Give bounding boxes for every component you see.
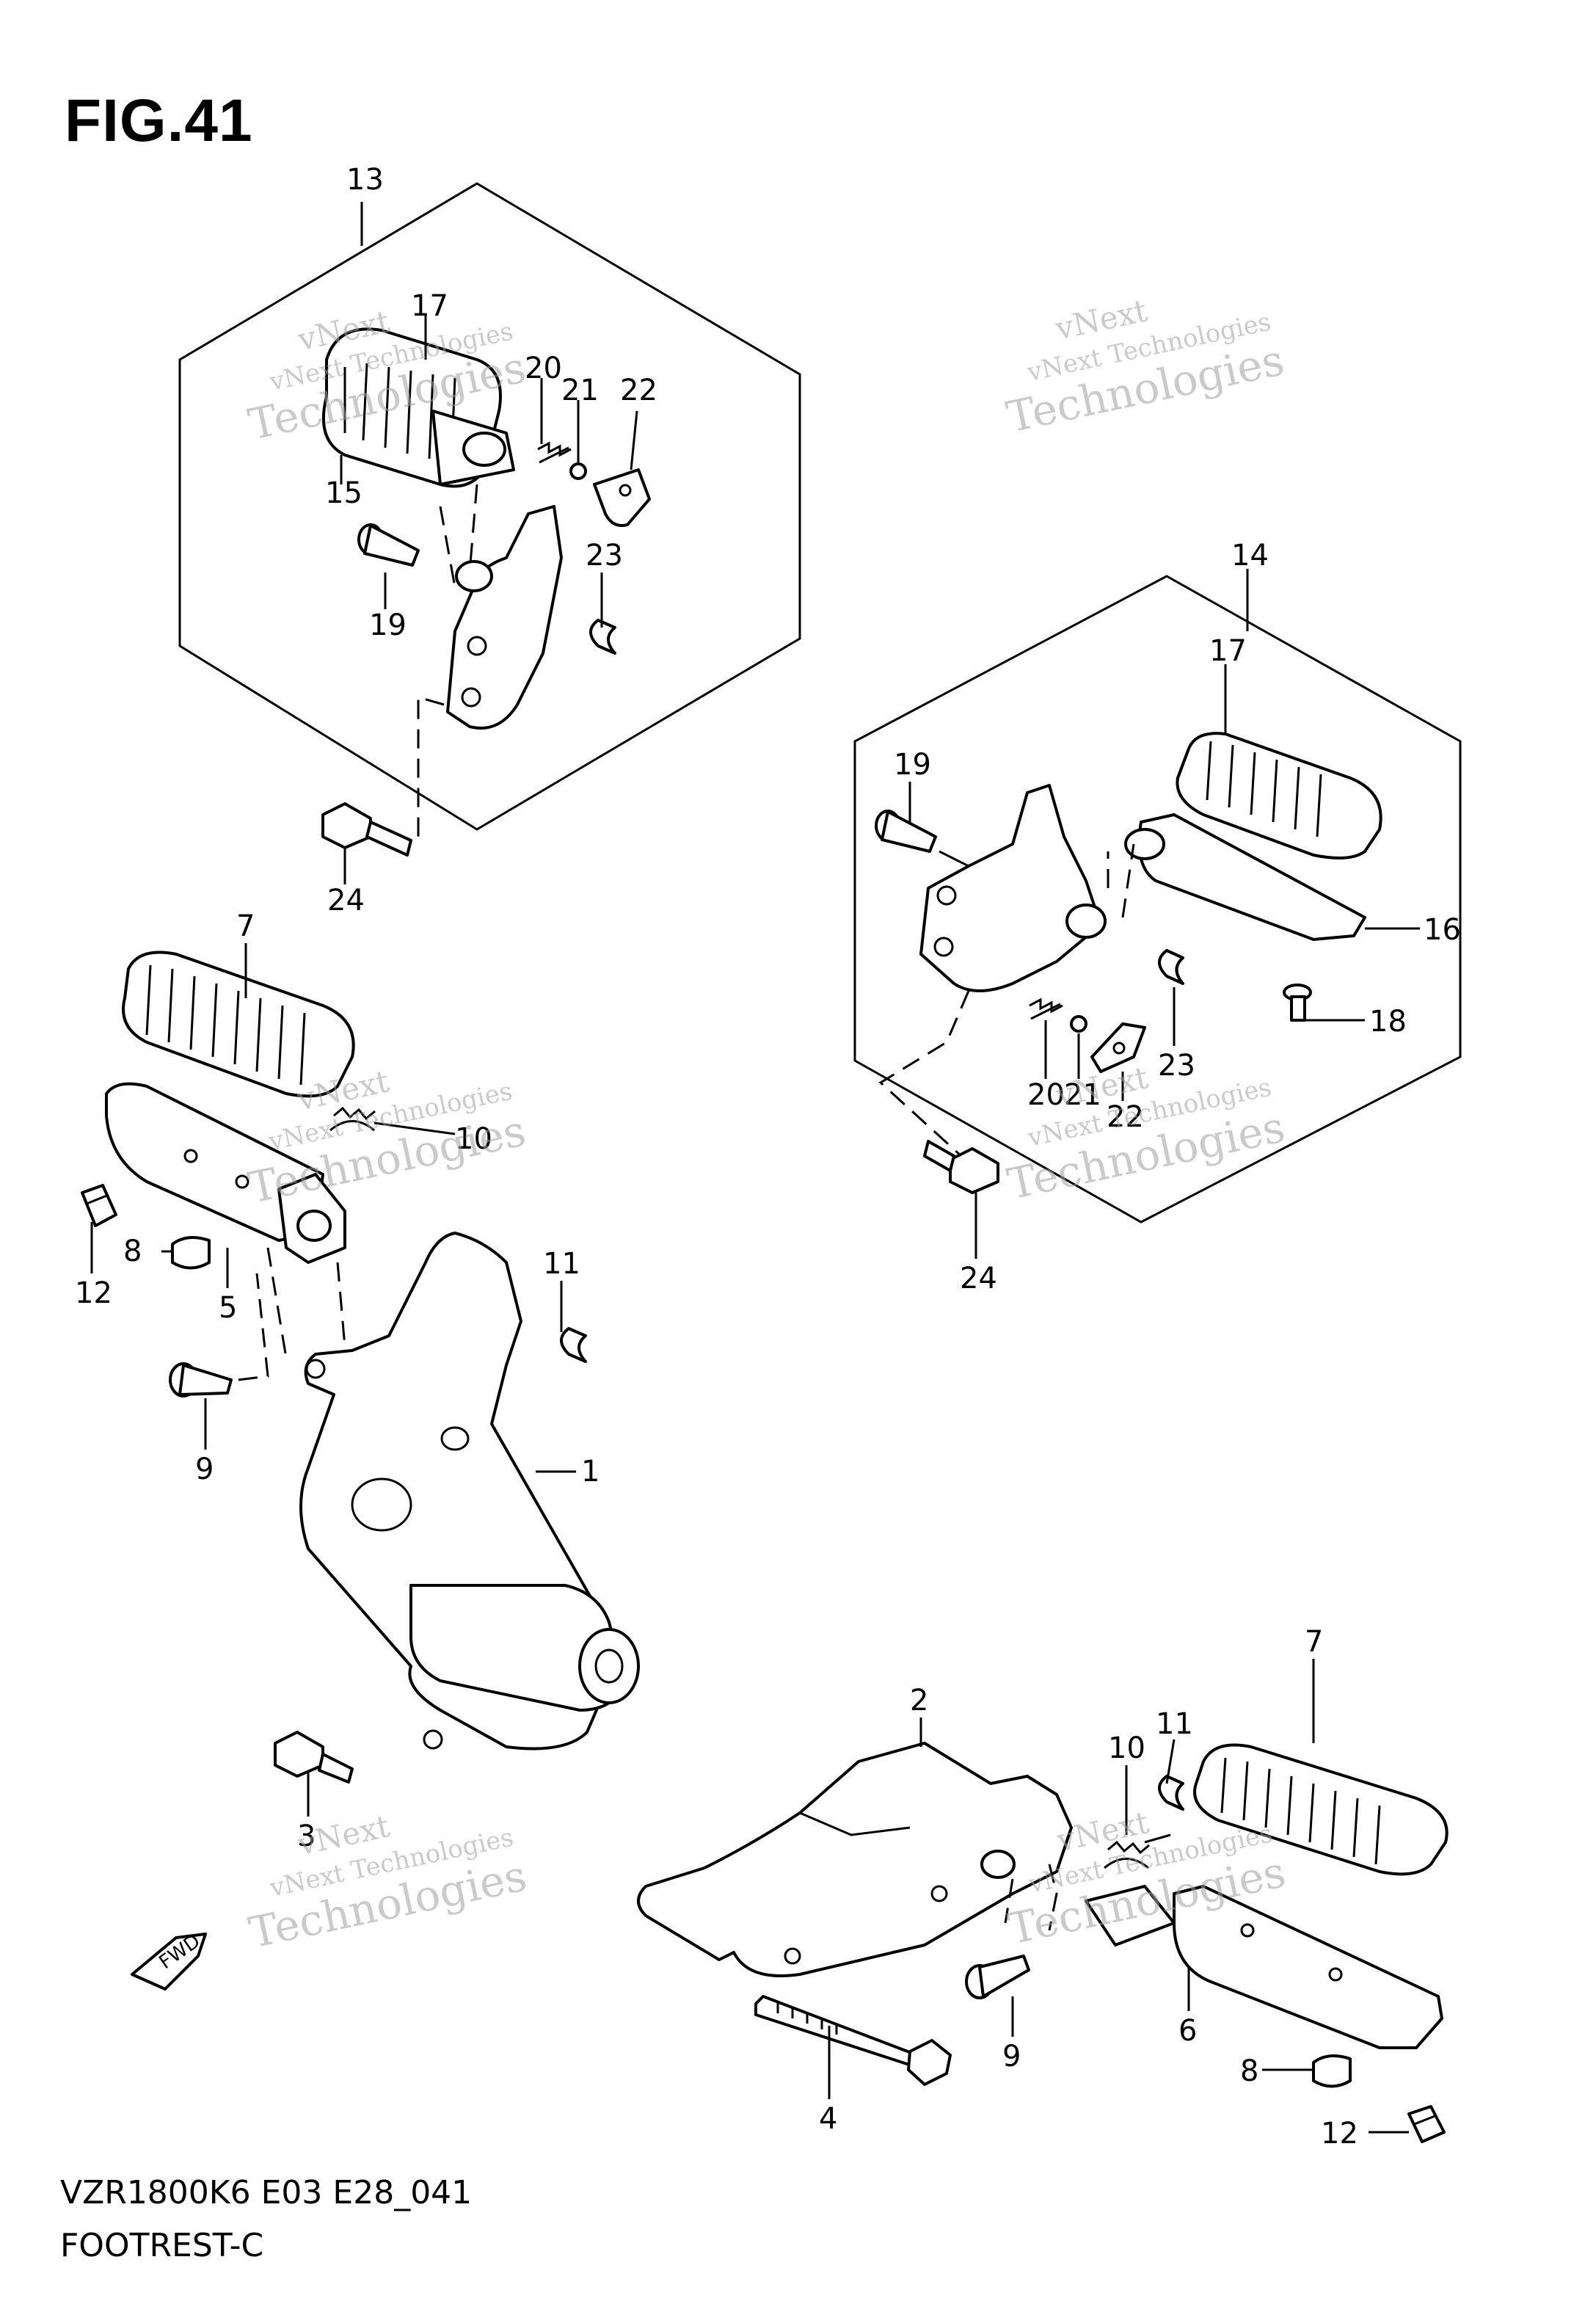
assembly-box-13 bbox=[178, 182, 801, 831]
left-nut bbox=[171, 1236, 211, 1270]
right-e-ring bbox=[1158, 1775, 1184, 1811]
right-spring bbox=[1104, 1833, 1171, 1869]
box14-screw bbox=[1283, 984, 1312, 1022]
callout-17: 17 bbox=[1209, 634, 1247, 668]
box14-plate bbox=[1090, 1022, 1146, 1073]
callout-8: 8 bbox=[1240, 2054, 1258, 2088]
right-footpeg bbox=[1085, 1885, 1443, 2049]
left-peg-pin bbox=[169, 1273, 269, 1397]
callout-8: 8 bbox=[123, 1235, 142, 1268]
left-guide-line bbox=[266, 1247, 346, 1359]
callout-10: 10 bbox=[455, 1122, 492, 1156]
box14-bolt bbox=[923, 1140, 999, 1194]
callout-2: 2 bbox=[910, 1684, 928, 1717]
box14-ball bbox=[1070, 1015, 1087, 1033]
left-pivot-bolt bbox=[81, 1184, 117, 1227]
callout-20: 20 bbox=[525, 352, 562, 385]
right-guide-line bbox=[1004, 1864, 1058, 1931]
callout-11: 11 bbox=[543, 1247, 580, 1281]
box13-bolt-guide bbox=[417, 696, 445, 844]
watermark-top-right: vNext vNext Technologies Technologies bbox=[1002, 292, 1289, 442]
box13-guide-line bbox=[439, 484, 478, 588]
box14-bolt-guide bbox=[878, 990, 970, 1157]
model-code: VZR1800K6 E03 E28_041 bbox=[60, 2174, 473, 2211]
right-nut bbox=[1312, 2054, 1352, 2088]
callout-9: 9 bbox=[195, 1453, 214, 1486]
leader-lines bbox=[90, 202, 1420, 2134]
callout-11: 11 bbox=[1156, 1707, 1193, 1741]
box13-footpeg bbox=[431, 410, 515, 486]
box13-bolt bbox=[321, 802, 412, 857]
callout-22: 22 bbox=[620, 374, 657, 407]
assembly-box-14 bbox=[853, 575, 1462, 1224]
left-footpeg bbox=[105, 1082, 324, 1242]
callout-14: 14 bbox=[1231, 539, 1269, 572]
callout-7: 7 bbox=[236, 909, 255, 943]
box14-e-ring bbox=[1158, 949, 1184, 985]
right-peg-pin bbox=[965, 1955, 1030, 1999]
box14-bracket bbox=[919, 784, 1107, 992]
right-long-bolt bbox=[754, 1995, 952, 2086]
callout-4: 4 bbox=[819, 2102, 837, 2136]
callout-12: 12 bbox=[75, 1276, 112, 1310]
callout-24: 24 bbox=[327, 884, 365, 917]
box13-e-ring bbox=[589, 619, 616, 655]
callout-18: 18 bbox=[1369, 1005, 1407, 1039]
box14-spring bbox=[1029, 997, 1063, 1020]
callout-21: 21 bbox=[561, 374, 599, 407]
box14-footpeg-rubber bbox=[1176, 732, 1382, 859]
right-bracket-2 bbox=[637, 1742, 1073, 1977]
forward-arrow-icon: FWD bbox=[131, 1930, 207, 1991]
callout-6: 6 bbox=[1178, 2014, 1197, 2048]
figure-caption: FOOTREST-C bbox=[60, 2227, 264, 2264]
callout-10: 10 bbox=[1108, 1731, 1145, 1765]
box13-spring bbox=[537, 441, 572, 464]
left-peg-clevis bbox=[277, 1173, 346, 1264]
callout-15: 15 bbox=[325, 476, 362, 510]
left-mount-bolt bbox=[274, 1731, 354, 1784]
callout-23: 23 bbox=[1158, 1049, 1195, 1083]
figure-title: FIG.41 bbox=[65, 87, 253, 154]
left-bracket-1 bbox=[299, 1232, 640, 1751]
watermark-bottom-left: vNext vNext Technologies Technologies bbox=[245, 1808, 531, 1957]
callout-17: 17 bbox=[411, 289, 448, 323]
callout-21: 21 bbox=[1064, 1078, 1101, 1112]
callout-7: 7 bbox=[1305, 1625, 1323, 1659]
callout-9: 9 bbox=[1002, 2040, 1021, 2073]
box14-pin bbox=[875, 810, 937, 853]
callout-3: 3 bbox=[297, 1820, 316, 1853]
box13-plate bbox=[593, 468, 651, 527]
box13-pin bbox=[357, 523, 420, 567]
callout-24: 24 bbox=[960, 1262, 997, 1295]
callout-22: 22 bbox=[1107, 1100, 1144, 1134]
left-e-ring bbox=[560, 1327, 587, 1363]
right-pivot-bolt bbox=[1407, 2105, 1446, 2143]
callout-12: 12 bbox=[1321, 2117, 1358, 2151]
box13-bracket bbox=[446, 505, 563, 730]
box14-guide-line bbox=[1107, 843, 1135, 918]
box14-footpeg bbox=[1124, 813, 1366, 941]
box13-ball bbox=[569, 462, 587, 480]
watermark-mid-right: vNext vNext Technologies Technologies bbox=[1003, 1059, 1289, 1209]
right-footpeg-rubber bbox=[1193, 1743, 1449, 1876]
callout-19: 19 bbox=[369, 608, 407, 642]
callout-23: 23 bbox=[586, 539, 623, 572]
left-spring bbox=[329, 1106, 456, 1135]
left-footpeg-rubber bbox=[122, 950, 355, 1098]
callout-labels: 13 17 15 20 21 22 19 23 24 14 17 19 16 1… bbox=[75, 163, 1461, 2151]
callout-19: 19 bbox=[894, 748, 931, 782]
callout-5: 5 bbox=[219, 1291, 237, 1325]
callout-13: 13 bbox=[346, 163, 384, 197]
callout-20: 20 bbox=[1027, 1078, 1065, 1112]
callout-1: 1 bbox=[581, 1455, 600, 1488]
callout-16: 16 bbox=[1424, 913, 1461, 947]
